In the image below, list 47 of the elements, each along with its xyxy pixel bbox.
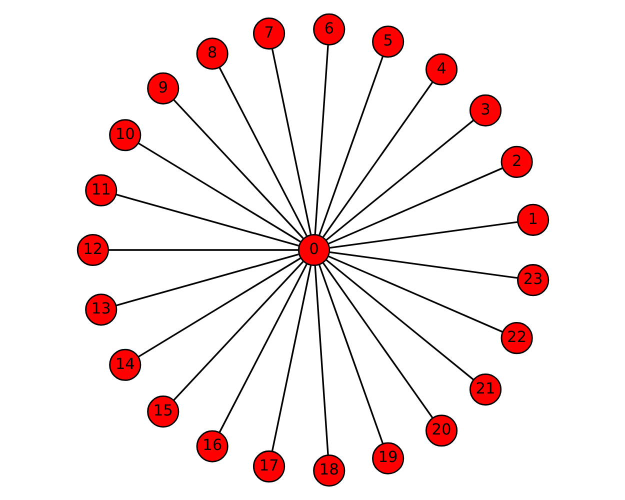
connector [116,253,298,306]
node-circle: 8 [196,38,228,70]
node-circle: 20 [424,414,458,447]
connector [172,99,304,239]
node-circle: 23 [516,264,549,296]
node-circle: 7 [252,17,285,50]
node-circle: 18 [312,454,345,487]
connector [325,120,474,241]
node-circle: 13 [84,294,117,326]
node-circle: 1 [516,204,549,236]
node-circle: 14 [108,348,141,381]
node-circle: 9 [146,72,179,104]
node-circle: 15 [146,396,179,428]
node-circle: 22 [500,322,532,354]
connector [172,261,304,401]
connector [314,265,328,455]
node-circle: 17 [252,450,285,483]
node-circle: 21 [468,373,502,406]
connector [318,56,384,236]
node-circle: 12 [76,234,108,266]
connector [218,67,307,236]
connector [218,264,307,433]
connector [325,259,474,380]
connector [328,167,502,244]
connector [314,45,328,235]
node-circle: 16 [196,430,228,462]
node-circle: 4 [424,53,458,86]
node-circle: 3 [468,94,502,127]
node-circle: 10 [108,119,141,152]
connector [270,265,312,452]
connector [138,258,300,358]
connector [329,251,518,279]
connector [108,249,298,251]
node-circle: 19 [372,442,404,474]
node-circle: 2 [500,146,532,178]
connector [270,48,312,235]
connector [329,221,518,249]
node-circle: 6 [312,13,345,46]
connector [322,82,433,238]
connector [318,264,384,444]
connector [116,194,298,247]
node-circle: 11 [84,174,117,206]
node-circle: 0 [297,234,330,266]
connector [322,262,433,418]
connector [328,256,502,333]
connector [138,142,300,242]
node-circle: 5 [372,26,404,58]
